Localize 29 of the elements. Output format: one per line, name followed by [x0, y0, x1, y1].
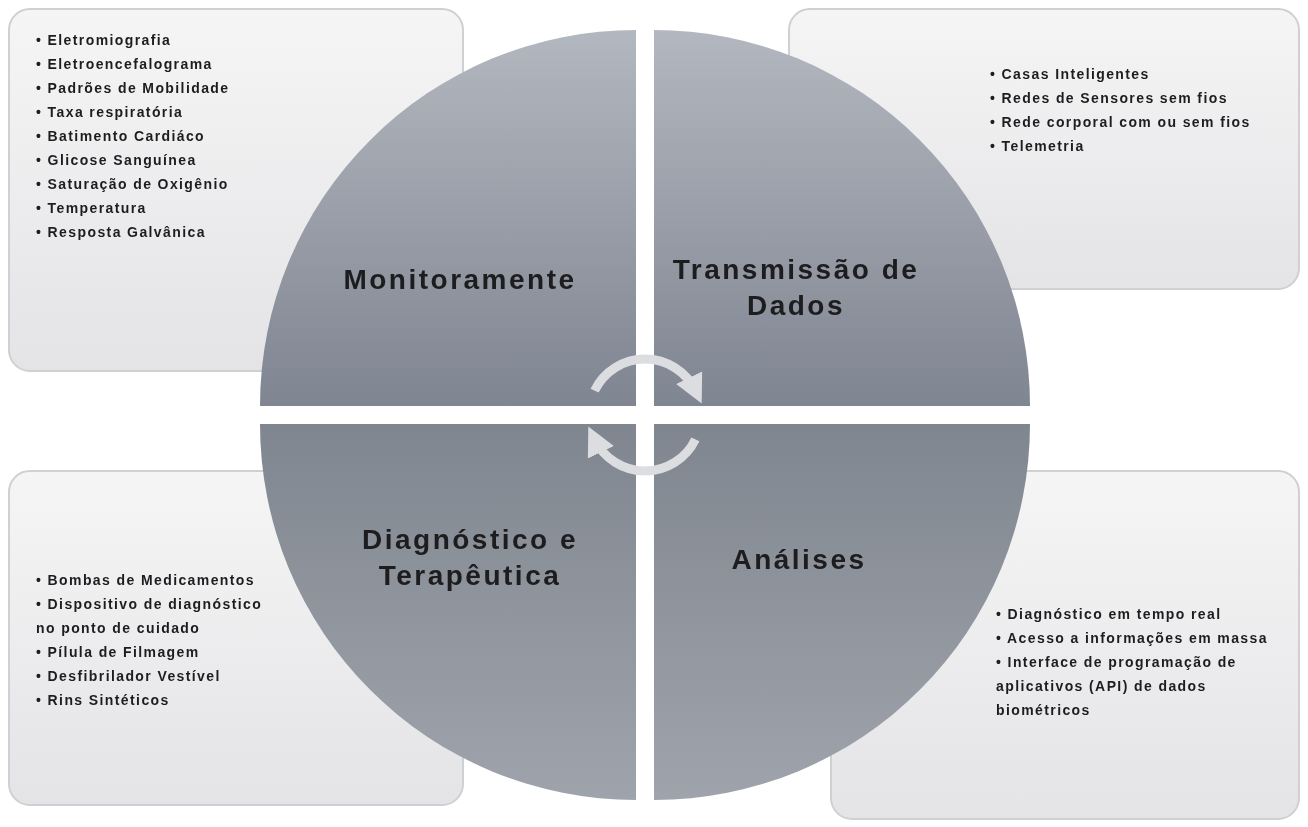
quadrant-sector	[260, 30, 636, 406]
list-item: • Temperatura	[36, 199, 148, 218]
sector-title: Transmissão de Dados	[671, 253, 921, 323]
list-item: • Rins Sintéticos	[36, 691, 171, 710]
sector-title: Diagnóstico e Terapêutica	[360, 523, 580, 593]
list-item: • Taxa respiratória	[36, 103, 185, 122]
list-item: • Acesso a informações em massa	[996, 629, 1269, 648]
list-item: • Eletroencefalograma	[36, 55, 214, 74]
list-item: • Pílula de Filmagem	[36, 643, 201, 662]
list-item: • Desfibrilador Vestível	[36, 667, 222, 686]
cycle-arrow	[587, 426, 700, 476]
list-item: • Glicose Sanguínea	[36, 151, 198, 170]
list-item: • Resposta Galvânica	[36, 223, 207, 242]
sector-title: Análises	[730, 543, 868, 577]
quadrant-sector	[260, 424, 636, 800]
list-item: • Saturação de Oxigênio	[36, 175, 230, 194]
list-item: • Redes de Sensores sem fios	[990, 89, 1229, 108]
cycle-arrow	[590, 354, 703, 404]
list-item: • Padrões de Mobilidade	[36, 79, 231, 98]
list-item: • Telemetria	[990, 137, 1086, 156]
list-item: • Eletromiografia	[36, 31, 173, 50]
list-item: • Rede corporal com ou sem fios	[990, 113, 1252, 132]
list-item: • Diagnóstico em tempo real	[996, 605, 1223, 624]
list-item: • Interface de programação de aplicativos (API) de dados biométricos	[996, 653, 1238, 720]
list-item: • Dispositivo de diagnóstico no ponto de cuidado	[36, 595, 264, 638]
list-item: • Casas Inteligentes	[990, 65, 1151, 84]
sector-title: Monitoramente	[342, 263, 578, 297]
list-item: • Bombas de Medicamentos	[36, 571, 256, 590]
list-item: • Batimento Cardiáco	[36, 127, 207, 146]
